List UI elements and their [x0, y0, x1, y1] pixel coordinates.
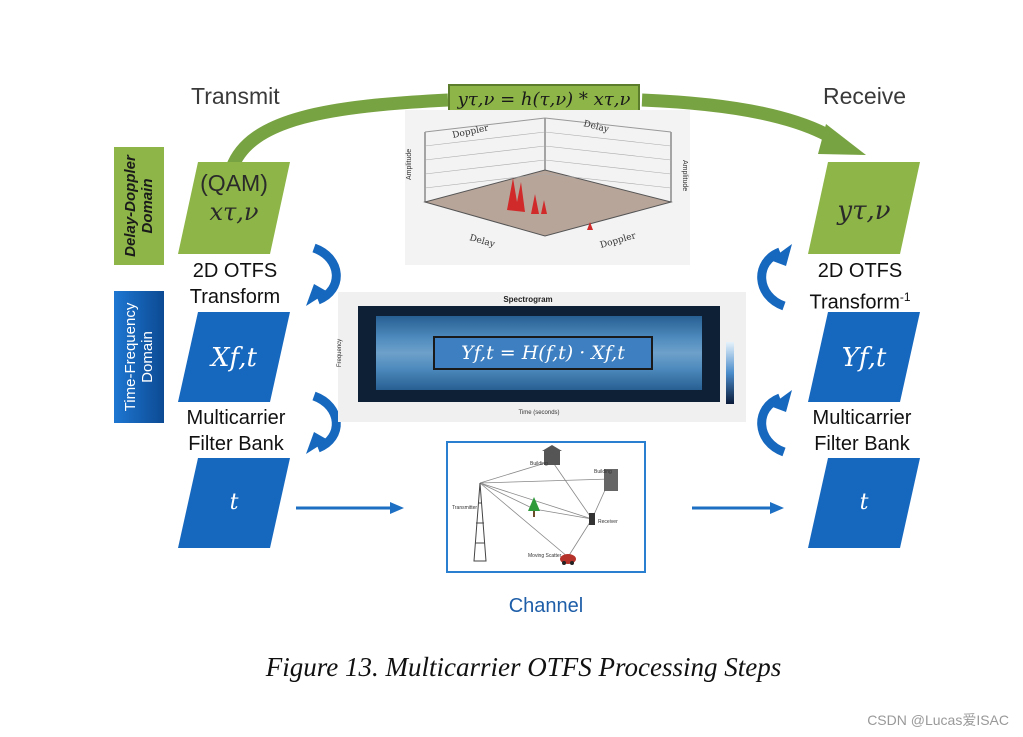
xft-label: Xf,t [211, 343, 257, 373]
spectrogram-title: Spectrogram [503, 295, 553, 304]
watermark: CSDN @Lucas爱ISAC [867, 712, 1009, 728]
channel-scene-canvas: Building Building Transmitter Receiver M… [452, 445, 618, 565]
plot3d-canvas: Doppler Delay Delay Doppler Amplitude Am… [406, 117, 688, 251]
plot3d-axis-delay-top: Delay [582, 119, 610, 135]
t-left-label: t [229, 490, 239, 515]
qam-block [178, 162, 290, 254]
tree-icon [528, 497, 540, 517]
yft-block [808, 312, 920, 402]
inverse-otfs-transform-label: 2D OTFS Transform-1 [809, 260, 911, 314]
channel-node-building-2: Building [594, 469, 612, 475]
channel-label: Channel [508, 595, 584, 617]
t-left-block [178, 458, 290, 548]
spectrogram-panel: Spectrogram Yf,t = H(f,t) · Xf,t Time (s… [337, 292, 746, 422]
channel-node-transmitter: Transmitter [452, 505, 477, 511]
receiver-icon [589, 513, 595, 525]
plot3d-axis-delay-bottom: Delay [468, 233, 497, 250]
plot3d-zlabel-left: Amplitude [406, 149, 413, 180]
x-tau-nu-label: xτ,ν [209, 198, 259, 226]
car-icon [560, 554, 576, 565]
y-tau-nu-label: yτ,ν [837, 196, 891, 226]
spectrogram-equation-box: Yf,t = H(f,t) · Xf,t [433, 336, 653, 370]
time-frequency-domain-label: Time-Frequency Domain [114, 291, 164, 423]
spectrogram-ylabel: Frequency [337, 338, 344, 368]
t-right-label: t [859, 490, 869, 515]
t-right-block [808, 458, 920, 548]
channel-node-receiver: Receiver [598, 519, 618, 525]
delay-doppler-domain-label: Delay-Doppler Domain [114, 147, 164, 265]
channel-scene: Building Building Transmitter Receiver M… [446, 441, 646, 573]
transmitter-tower-icon [473, 482, 487, 562]
plot3d-axis-doppler-top: Doppler [452, 123, 491, 141]
spectrogram-image: Yf,t = H(f,t) · Xf,t [358, 306, 720, 402]
qam-label: (QAM) [200, 170, 268, 196]
channel-equation: yτ,ν = h(τ,ν) * xτ,ν [457, 89, 631, 110]
spectrogram-xlabel: Time (seconds) [518, 410, 560, 416]
ytau-block [808, 162, 920, 254]
receive-header: Receive [823, 83, 907, 109]
xft-block [178, 312, 290, 402]
building-icon [604, 469, 618, 491]
spectrogram-colorbar [726, 342, 734, 404]
channel-node-building-1: Building [530, 461, 548, 467]
plot3d-axis-doppler-bottom: Doppler [599, 231, 638, 251]
spectrogram-equation: Yf,t = H(f,t) · Xf,t [461, 342, 625, 364]
yft-label: Yf,t [841, 343, 887, 373]
channel-node-moving-scatter: Moving Scatter [528, 553, 562, 559]
delay-doppler-3d-plot: Doppler Delay Delay Doppler Amplitude Am… [405, 110, 690, 265]
plot3d-zlabel-right: Amplitude [681, 160, 688, 191]
building-icon [542, 445, 562, 465]
figure-caption: Figure 13. Multicarrier OTFS Processing … [265, 652, 782, 682]
transmit-header: Transmit [191, 83, 280, 109]
